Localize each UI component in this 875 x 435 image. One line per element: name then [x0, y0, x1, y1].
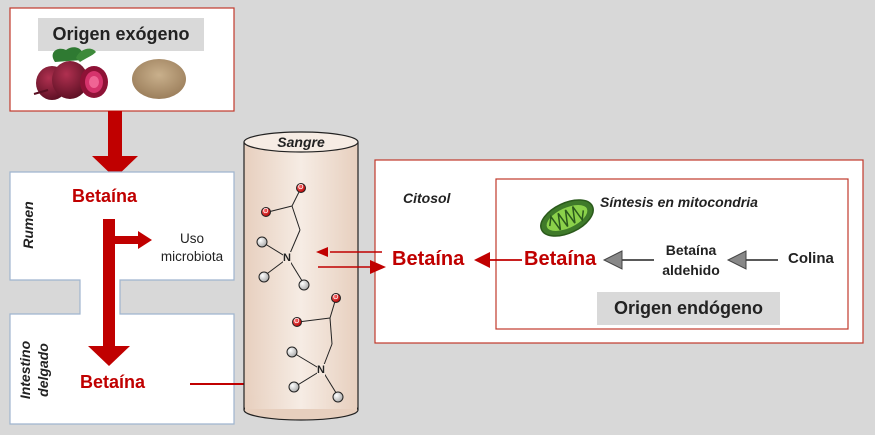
- intestine-label-line2: delgado: [35, 343, 51, 397]
- aldehyde-line1: Betaína: [665, 242, 717, 258]
- microbiota-use-line2: microbiota: [160, 249, 224, 264]
- mito-betaine-label: Betaína: [524, 248, 597, 270]
- m2-n-label: N: [317, 364, 325, 376]
- intestine-label-wrap: Intestino delgado: [12, 318, 56, 422]
- mito-title: Síntesis en mitocondria: [600, 194, 758, 210]
- rumen-to-intestine-head: [88, 346, 130, 366]
- m1-o1-label: O: [298, 184, 304, 191]
- rumen-label: Rumen: [20, 201, 36, 249]
- aldehyde-label: Betaína aldehido: [652, 240, 730, 280]
- m2-o1-label: O: [333, 294, 339, 301]
- intestine-betaine-label: Betaína: [80, 372, 146, 392]
- blood-tube-top: [243, 131, 359, 153]
- powder-image: [132, 59, 186, 99]
- mitochondrion-icon: [540, 199, 594, 237]
- endogenous-title-bg: [597, 292, 780, 325]
- exogenous-arrow-shaft: [108, 111, 122, 157]
- exogenous-title: Origen exógeno: [52, 24, 190, 44]
- m2-o2-label: O: [294, 318, 300, 325]
- m1-o2-label: O: [263, 208, 269, 215]
- aldehyde-line2: aldehido: [662, 262, 720, 278]
- exogenous-arrow-head: [92, 156, 138, 178]
- m1-n-label: N: [283, 252, 291, 264]
- betaine-molecule-2: [286, 293, 344, 403]
- cytosol-betaine-label: Betaína: [392, 248, 465, 270]
- intestine-label: Intestino delgado: [16, 341, 52, 399]
- intestine-label-line1: Intestino: [17, 340, 33, 400]
- digestive-tract-shape: [9, 171, 235, 425]
- beetroot-image: [33, 47, 108, 100]
- microbiota-use-line1: Uso: [179, 231, 204, 246]
- cytosol-label: Citosol: [403, 190, 451, 206]
- rumen-label-wrap: Rumen: [14, 175, 42, 275]
- microbiota-arrow-head: [138, 231, 152, 249]
- rumen-betaine-label: Betaína: [72, 186, 138, 206]
- choline-label: Colina: [788, 250, 834, 267]
- microbiota-use-label: Uso microbiota: [150, 230, 234, 266]
- microbiota-arrow-shaft: [115, 236, 139, 244]
- blood-label: Sangre: [277, 134, 325, 150]
- rumen-to-intestine-shaft: [103, 219, 115, 347]
- exogenous-title-bg: [38, 18, 204, 51]
- endogenous-title: Origen endógeno: [613, 298, 763, 318]
